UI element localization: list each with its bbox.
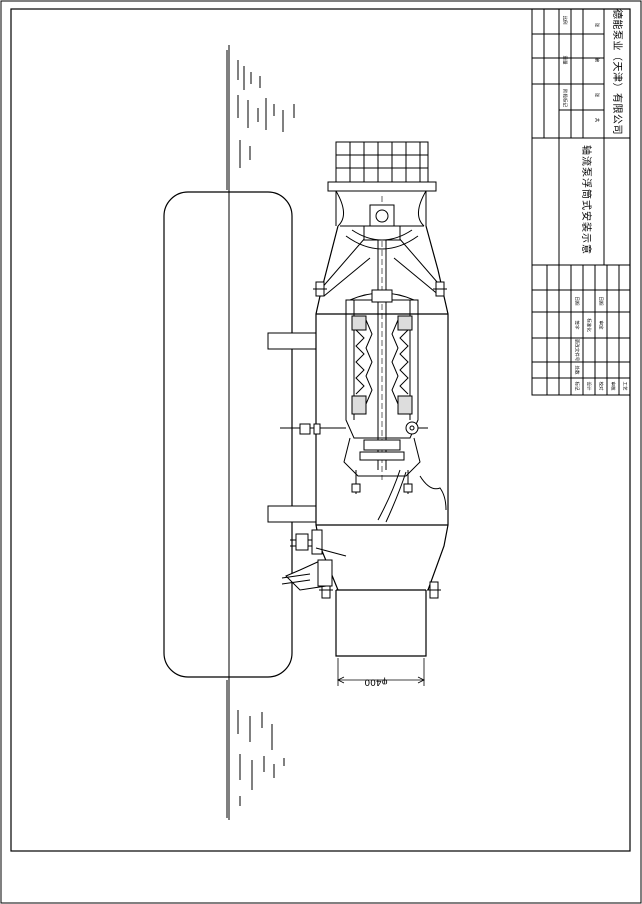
rev-date-header: 日期 — [574, 297, 580, 306]
rev-count-header: 处数 — [574, 366, 581, 375]
water-surface — [226, 45, 295, 820]
motor-grid — [335, 141, 429, 183]
title-block-text: 轴流泵浮筒式安装示意 德能泵业（天津）有限公司 阶段标记 重量 比例 共 张 第… — [562, 9, 628, 391]
sign-process: 工艺 — [622, 382, 628, 391]
float-tank — [163, 191, 293, 678]
approval-label: 审定 — [598, 321, 605, 330]
scale-header: 比例 — [562, 16, 569, 25]
dimension-phi400 — [337, 658, 425, 686]
sign-review: 审核 — [610, 382, 617, 391]
float-connecting-arms — [267, 332, 317, 523]
rev-file-header: 更改文件号 — [574, 339, 581, 362]
approval-date-label: 日期 — [598, 297, 604, 306]
dimension-label: φ400 — [364, 677, 387, 687]
sheet-unit-label: 张 — [594, 93, 601, 98]
company-name: 德能泵业（天津）有限公司 — [611, 9, 624, 135]
top-flange — [327, 181, 437, 227]
pump-shaft — [345, 196, 419, 480]
sheet-total-label: 共 — [594, 118, 601, 123]
title-block — [531, 8, 631, 396]
sign-design: 设计 — [586, 382, 593, 391]
weight-header: 重量 — [562, 56, 569, 65]
sheet-inner-border — [10, 8, 631, 852]
rev-mark-header: 标记 — [574, 382, 581, 391]
support-brackets — [319, 225, 445, 297]
pump-casing — [343, 289, 421, 494]
cable-conduit — [377, 469, 447, 523]
side-valves — [281, 529, 347, 591]
stage-mark-header: 阶段标记 — [562, 89, 569, 107]
drawing-title: 轴流泵浮筒式安装示意 — [580, 145, 593, 255]
sheet-number-label: 第 — [594, 58, 601, 63]
standardization-label: 标准化 — [586, 318, 593, 332]
rev-sign-header: 签字 — [574, 321, 581, 330]
sign-check: 校对 — [598, 382, 605, 391]
flange-bolts — [313, 281, 447, 599]
inlet-fitting — [280, 421, 428, 435]
sheet-unit-label-2: 张 — [594, 23, 601, 28]
